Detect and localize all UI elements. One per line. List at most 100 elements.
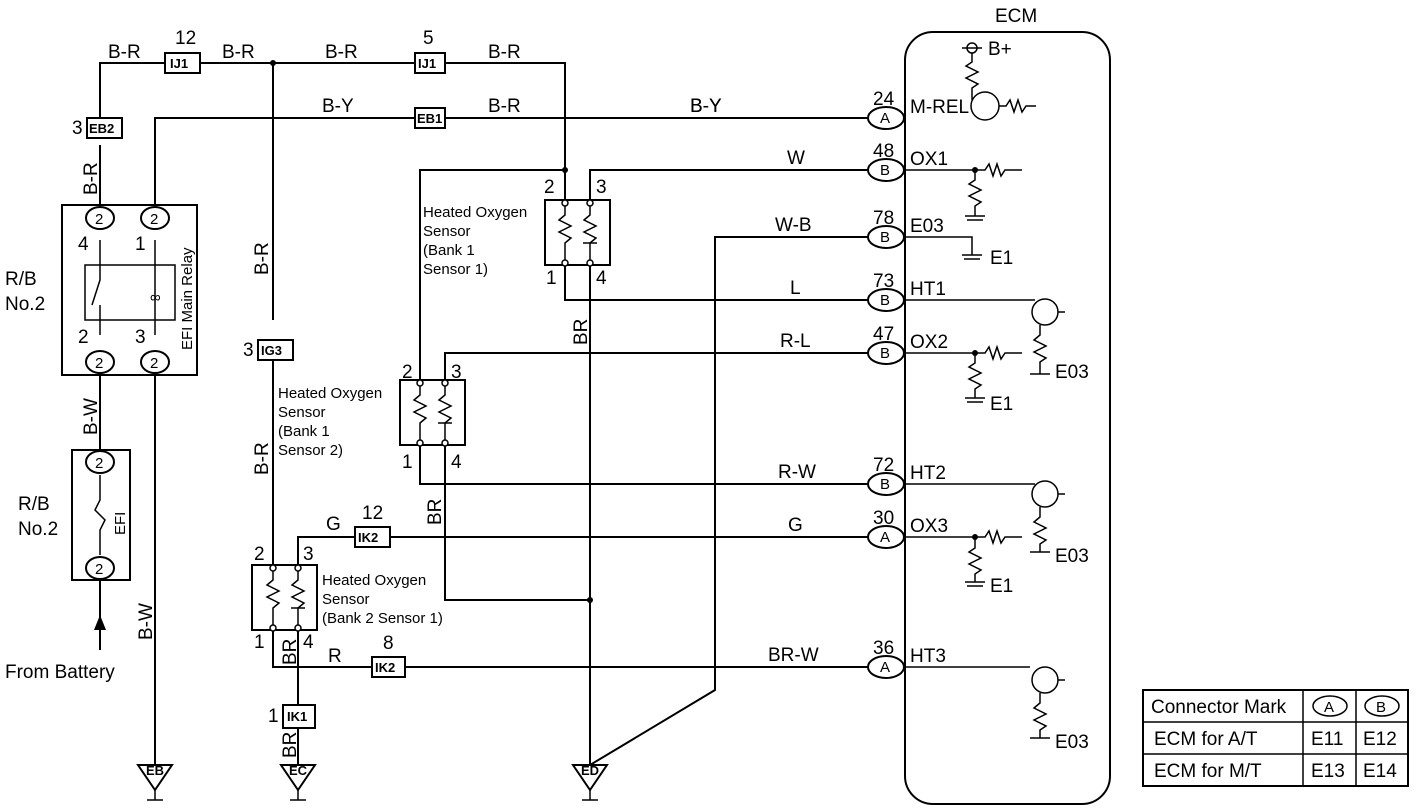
svg-text:2: 2 — [150, 211, 158, 228]
ecm-pin-number: 73 — [873, 271, 894, 292]
ecm-wire-label: BR-W — [768, 645, 819, 666]
svg-text:1: 1 — [546, 268, 557, 289]
ecm-pin-name: HT1 — [910, 279, 946, 300]
ecm-pin-number: 47 — [873, 324, 894, 345]
svg-text:Heated Oxygen: Heated Oxygen — [278, 385, 382, 402]
svg-text:BR: BR — [280, 732, 301, 758]
legend-row-2-b: E14 — [1363, 761, 1397, 782]
svg-text:3: 3 — [135, 327, 146, 348]
legend-mark-a: A — [1324, 699, 1334, 716]
svg-text:∞: ∞ — [150, 289, 161, 306]
svg-text:1: 1 — [135, 234, 146, 255]
ecm-pin-conn-mark: B — [880, 162, 890, 179]
ecm-pin-number: 24 — [873, 89, 895, 110]
svg-text:B-R: B-R — [252, 242, 273, 275]
ecm-pin-conn-mark: B — [880, 345, 890, 362]
svg-text:4: 4 — [78, 234, 89, 255]
connector-ik2-b — [371, 656, 406, 678]
connector-eb2 — [86, 117, 123, 139]
svg-text:1: 1 — [254, 632, 265, 653]
ground-e03-c: E03 — [1055, 732, 1089, 753]
svg-text:B-R: B-R — [252, 442, 273, 475]
svg-text:Sensor 1): Sensor 1) — [423, 261, 488, 278]
ecm-pin-number: 30 — [873, 508, 894, 529]
ecm-wire-label: R-L — [780, 331, 811, 352]
sensor-bank1-s1 — [544, 199, 611, 267]
svg-text:2: 2 — [95, 455, 103, 472]
svg-text:Heated Oxygen: Heated Oxygen — [423, 204, 527, 221]
svg-text:B-W: B-W — [136, 603, 157, 640]
ground-eb: EB — [136, 763, 174, 801]
ground-e1-b: E1 — [990, 394, 1013, 415]
ecm-pin-conn-mark: A — [880, 110, 890, 127]
ecm-pin-name: M-REL — [910, 97, 969, 118]
svg-text:Sensor: Sensor — [278, 404, 326, 421]
svg-text:Heated Oxygen: Heated Oxygen — [322, 572, 426, 589]
ecm-pin-name: E03 — [910, 216, 944, 237]
ground-e03-b: E03 — [1055, 546, 1089, 567]
svg-text:3: 3 — [451, 362, 462, 383]
svg-text:G: G — [326, 514, 341, 535]
ecm-pin-conn-mark: B — [880, 292, 890, 309]
connector-ik2-a-num: 12 — [362, 503, 383, 524]
ecm-box — [904, 31, 1111, 805]
ecm-wire-label: W-B — [775, 215, 812, 236]
svg-text:BR: BR — [425, 499, 446, 525]
connector-ij1-b-num: 5 — [423, 28, 434, 49]
ecm-pin-number: 36 — [873, 638, 894, 659]
svg-text:IK2: IK2 — [358, 530, 378, 545]
svg-text:IG3: IG3 — [261, 343, 282, 358]
bplus-resistor — [964, 53, 980, 100]
fuse-block-label-2: No.2 — [18, 519, 58, 540]
connector-ik1 — [282, 704, 316, 729]
legend-row-1-b: E12 — [1363, 729, 1397, 750]
legend-row-2-label: ECM for M/T — [1154, 761, 1262, 782]
ground-ec: EC — [279, 763, 317, 801]
svg-text:2: 2 — [150, 355, 158, 372]
ecm-wire-label: B-Y — [690, 96, 722, 117]
svg-text:1: 1 — [402, 452, 413, 473]
svg-text:ED: ED — [581, 763, 599, 778]
ecm-pin-number: 78 — [873, 208, 894, 229]
connector-eb1 — [414, 107, 446, 129]
connector-ij1-a-num: 12 — [175, 28, 196, 49]
relay-block-label-2: No.2 — [5, 294, 45, 315]
bplus-label: B+ — [988, 39, 1012, 60]
ecm-pin-conn-mark: B — [880, 229, 890, 246]
svg-text:Sensor: Sensor — [322, 591, 370, 608]
connector-ik2-b-num: 8 — [383, 633, 394, 654]
svg-text:B-R: B-R — [488, 96, 521, 117]
svg-text:B-R: B-R — [108, 42, 141, 63]
relay-block-label-1: R/B — [5, 269, 37, 290]
svg-text:EB1: EB1 — [417, 111, 442, 126]
legend-row-2-a: E13 — [1311, 761, 1345, 782]
svg-text:B-R: B-R — [81, 162, 102, 195]
svg-text:(Bank 1: (Bank 1 — [423, 242, 475, 259]
svg-text:2: 2 — [95, 355, 103, 372]
svg-text:3: 3 — [303, 544, 314, 565]
connector-eb2-num: 3 — [72, 118, 83, 139]
svg-text:IK1: IK1 — [287, 709, 307, 724]
svg-text:4: 4 — [596, 268, 607, 289]
ecm-pin-name: OX1 — [910, 149, 948, 170]
svg-text:B-Y: B-Y — [322, 96, 354, 117]
svg-text:2: 2 — [95, 211, 103, 228]
ecm-pin-number: 48 — [873, 141, 894, 162]
ecm-wire-label: L — [790, 278, 801, 299]
connector-ik1-num: 1 — [268, 706, 279, 727]
svg-text:B-R: B-R — [488, 42, 521, 63]
svg-text:EB2: EB2 — [89, 121, 114, 136]
svg-text:BR: BR — [571, 319, 592, 345]
connector-ij1-a — [164, 52, 201, 74]
legend-row-1-a: E11 — [1311, 729, 1343, 750]
fuse-block-label-1: R/B — [18, 494, 50, 515]
svg-text:IK2: IK2 — [375, 660, 395, 675]
svg-text:Sensor: Sensor — [423, 223, 471, 240]
ground-e03-a: E03 — [1055, 362, 1089, 383]
ground-ed: ED — [571, 763, 609, 801]
connector-ik2-a — [354, 526, 391, 548]
svg-text:2: 2 — [402, 362, 413, 383]
ecm-pin-conn-mark: A — [880, 529, 890, 546]
sensor-bank2-s1 — [251, 564, 318, 632]
